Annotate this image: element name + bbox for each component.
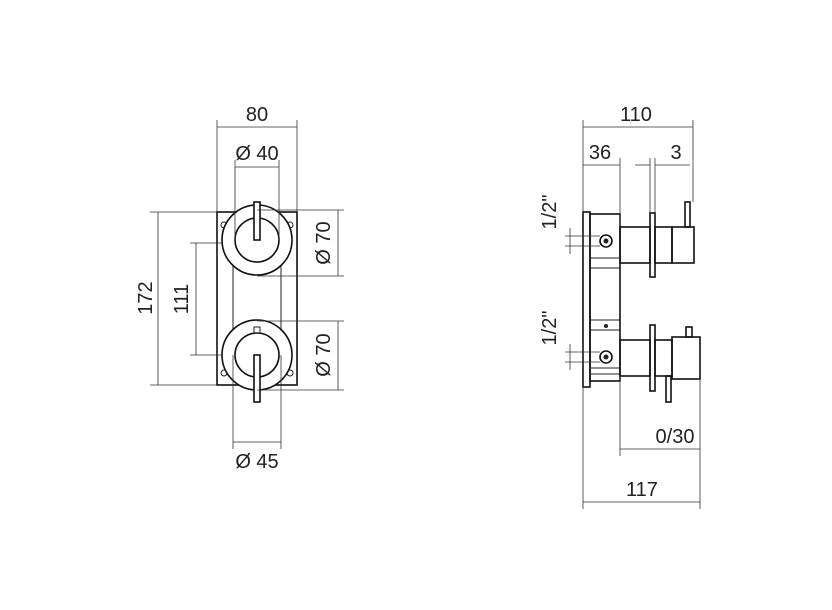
- dim-plate-thickness: 3: [670, 142, 681, 164]
- lower-handle: [671, 336, 701, 380]
- wall-plate: [582, 211, 591, 388]
- lower-lever: [253, 354, 261, 403]
- upper-knob-side: [654, 226, 673, 264]
- side-view: 110 36 3 1/2" 1/2" 0/30 117: [539, 104, 701, 509]
- dim-body-depth: 36: [589, 142, 611, 164]
- dim-center-distance: 111: [171, 284, 193, 314]
- lower-lever-side: [665, 375, 672, 403]
- dim-thread-upper: 1/2": [539, 195, 561, 230]
- dim-total-height: 172: [135, 281, 157, 314]
- lower-spindle: [619, 339, 651, 377]
- inlet-upper: [599, 234, 613, 248]
- upper-handle: [671, 226, 695, 264]
- dim-top-knob-diameter: Ø 40: [235, 143, 278, 165]
- dim-lower-knob-diameter: Ø 45: [235, 451, 278, 473]
- upper-lever: [253, 201, 261, 241]
- dim-thread-lower: 1/2": [539, 311, 561, 346]
- front-view: 80 Ø 40 172 111 Ø 70 Ø 70 Ø 45: [135, 104, 344, 473]
- lower-knob-side: [654, 339, 673, 377]
- dim-lower-rosette-diameter: Ø 70: [313, 333, 335, 376]
- dim-max-depth: 117: [626, 479, 658, 501]
- upper-spindle: [619, 226, 651, 264]
- upper-lever-side: [684, 201, 691, 228]
- dim-width: 80: [246, 104, 268, 126]
- dim-upper-rosette-diameter: Ø 70: [313, 221, 335, 264]
- dim-total-depth: 110: [620, 104, 652, 126]
- inlet-lower: [599, 350, 613, 364]
- dim-adjust-range: 0/30: [656, 426, 695, 448]
- lower-marker: [253, 326, 261, 334]
- valve-body: [589, 213, 621, 382]
